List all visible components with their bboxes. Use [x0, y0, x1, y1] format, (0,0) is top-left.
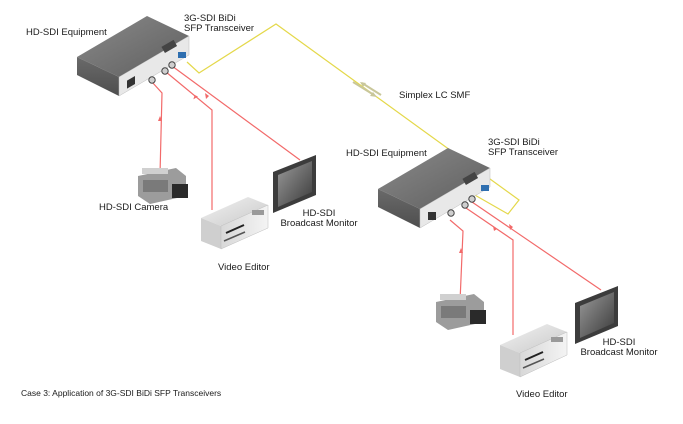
video-editor-b	[500, 324, 568, 378]
direction-arrow-to-site-a	[360, 82, 382, 96]
camera-label-a: HD-SDI Camera	[99, 202, 169, 213]
hd-sdi-camera-a	[138, 168, 188, 204]
editor-label-b: Video Editor	[516, 389, 568, 400]
editor-label-a: Video Editor	[218, 262, 270, 273]
coax-equipment-to-editor	[465, 207, 514, 335]
coax-cables-site-b	[449, 201, 602, 335]
equipment-label-a: HD-SDI Equipment	[26, 27, 107, 38]
video-editor-a	[201, 197, 269, 250]
bnc-connector	[168, 61, 176, 69]
equipment-top	[378, 148, 490, 209]
signal-arrows-site-b	[459, 224, 513, 253]
monitor-label-b-line2: Broadcast Monitor	[580, 347, 658, 358]
link-label: Simplex LC SMF	[399, 90, 471, 101]
bnc-connector	[161, 67, 169, 75]
hd-sdi-camera-b	[436, 294, 486, 330]
coax-equipment-to-monitor	[171, 65, 301, 161]
monitor-label-a-line1: HD-SDI	[302, 208, 336, 219]
hd-sdi-broadcast-monitor-b	[575, 286, 618, 344]
bnc-connector	[461, 201, 469, 209]
transceiver-label-b-line1: 3G-SDI BiDi	[488, 137, 540, 148]
direction-arrow-to-site-b	[352, 81, 377, 97]
coax-equipment-to-monitor	[471, 201, 602, 291]
site-b	[378, 148, 618, 378]
monitor-label-a-line2: Broadcast Monitor	[280, 218, 358, 229]
bnc-connector	[148, 76, 156, 84]
sfp-transceiver-b	[462, 171, 489, 191]
bnc-connector	[447, 209, 455, 217]
hd-sdi-equipment-a	[77, 16, 190, 97]
sfp-transceiver-a	[161, 39, 186, 58]
fiber-cable	[186, 23, 520, 215]
coax-camera-to-equipment	[151, 81, 163, 176]
transceiver-label-b-line2: SFP Transceiver	[488, 147, 559, 158]
equipment-top	[77, 16, 189, 77]
monitor-label-b-line1: HD-SDI	[602, 337, 636, 348]
equipment-left-side	[77, 57, 119, 96]
equipment-left-side	[378, 189, 420, 228]
site-a	[77, 16, 316, 250]
figure-caption: Case 3: Application of 3G-SDI BiDi SFP T…	[21, 388, 222, 398]
coax-equipment-to-editor	[165, 71, 213, 210]
bnc-connector	[468, 195, 476, 203]
signal-arrows-site-a	[158, 93, 209, 121]
transceiver-label-a-line1: 3G-SDI BiDi	[184, 13, 236, 24]
equipment-label-b: HD-SDI Equipment	[346, 148, 427, 159]
coax-camera-to-equipment	[449, 219, 464, 303]
hd-sdi-equipment-b	[378, 148, 491, 229]
transceiver-label-a-line2: SFP Transceiver	[184, 23, 255, 34]
hd-sdi-broadcast-monitor-a	[273, 155, 316, 213]
fiber-link	[186, 23, 520, 215]
coax-cables-site-a	[151, 65, 301, 210]
